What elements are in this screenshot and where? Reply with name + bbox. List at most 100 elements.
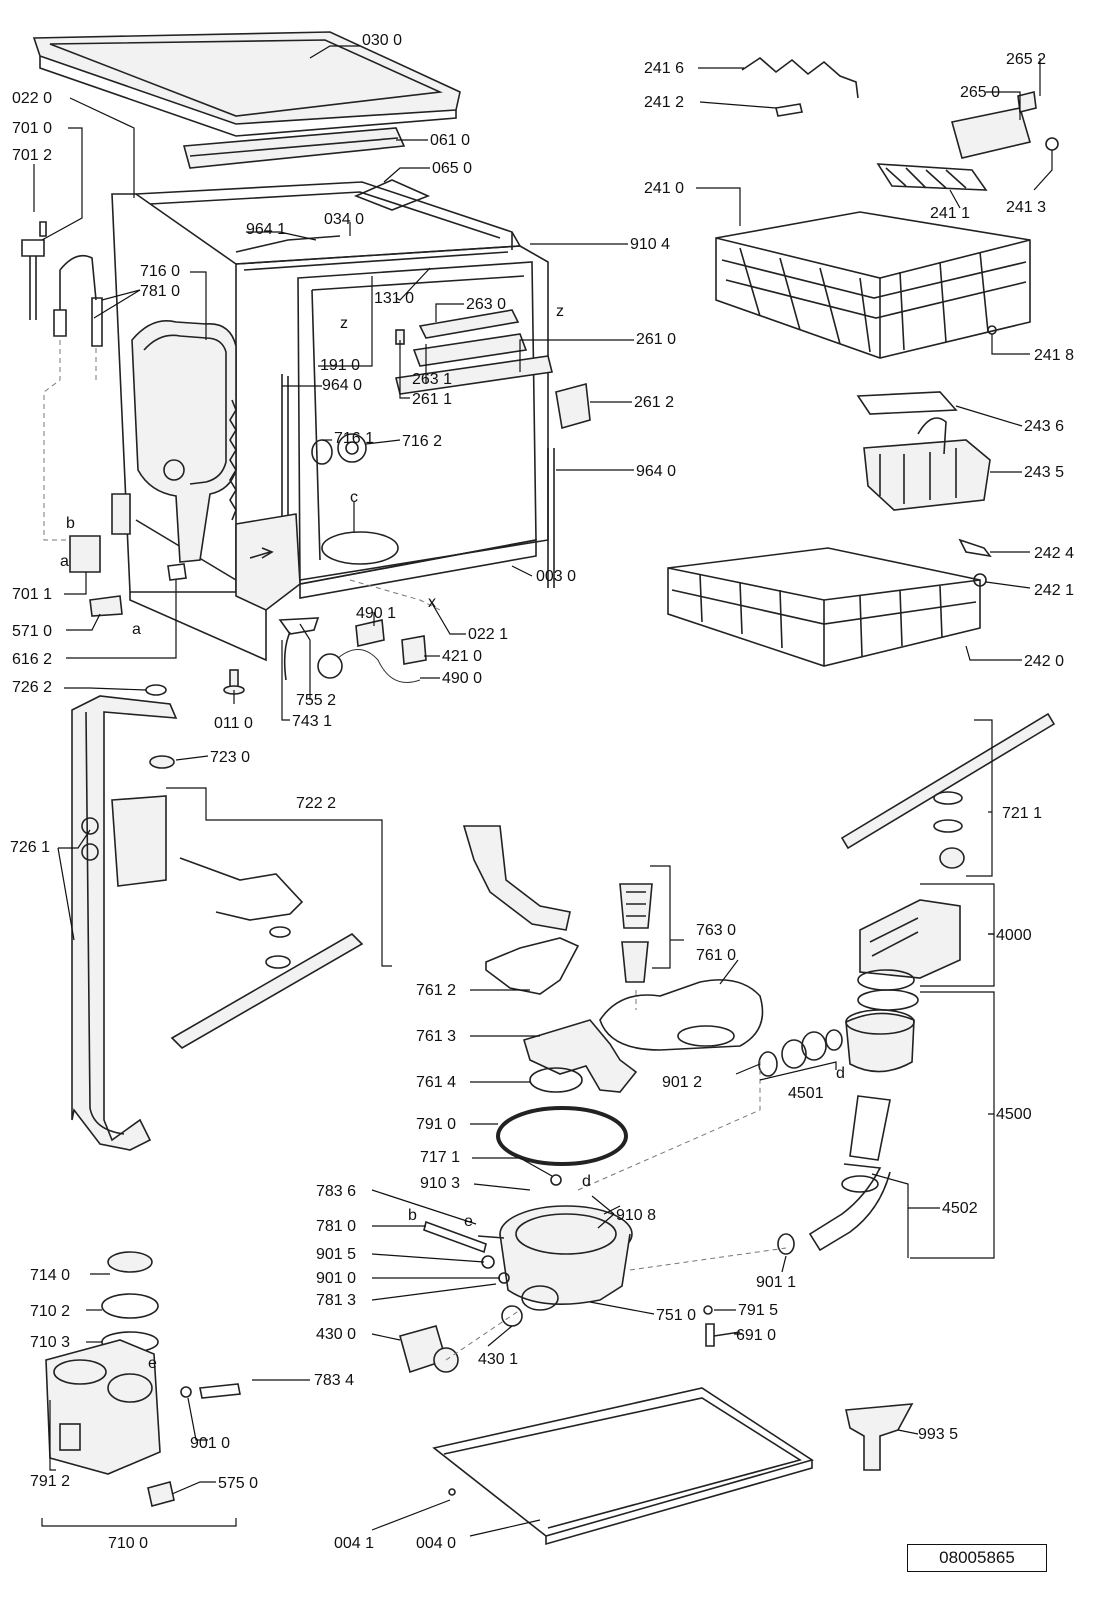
tub-part <box>297 261 537 599</box>
label-710-2: 710 2 <box>30 1303 70 1320</box>
label-421-0: 421 0 <box>442 648 482 665</box>
softener-valve-part <box>147 1481 175 1507</box>
basket-wheel-clip-part <box>958 538 992 558</box>
connection-line-x <box>349 579 441 611</box>
label-b: b <box>66 515 75 532</box>
label-616-2: 616 2 <box>12 651 52 668</box>
label-710-0: 710 0 <box>108 1535 148 1552</box>
filter-group-part <box>599 883 764 1051</box>
label-243-5: 243 5 <box>1024 464 1064 481</box>
label-791-2: 791 2 <box>30 1473 70 1490</box>
heater-sump-part <box>845 989 919 1073</box>
water-inlet-spigot-part <box>423 1220 487 1254</box>
label-571-0: 571 0 <box>12 623 52 640</box>
label-004-0: 004 0 <box>416 1535 456 1552</box>
side-insulation-part <box>131 320 237 563</box>
label-242-1: 242 1 <box>1034 582 1074 599</box>
label-4500: 4500 <box>996 1106 1032 1123</box>
label-901-1: 901 1 <box>756 1274 796 1291</box>
connection-line-d <box>577 1060 761 1191</box>
worktop-part <box>32 31 461 137</box>
label-4000: 4000 <box>996 927 1032 944</box>
label-030-0: 030 0 <box>362 32 402 49</box>
base-screw-part <box>448 1488 456 1496</box>
hose-clamps-part <box>758 1029 843 1077</box>
label-726-2: 726 2 <box>12 679 52 696</box>
label-761-2: 761 2 <box>416 982 456 999</box>
water-softener-part <box>45 1251 161 1475</box>
door-lock-part <box>401 635 427 665</box>
label-261-1: 261 1 <box>412 391 452 408</box>
label-783-6: 783 6 <box>316 1183 356 1200</box>
label-022-1: 022 1 <box>468 626 508 643</box>
label-261-0: 261 0 <box>636 331 676 348</box>
callout-labels: 030 0 022 0 701 0 701 2 061 0 065 0 034 … <box>10 32 1074 1552</box>
label-781-0-spigot: 781 0 <box>316 1218 356 1235</box>
label-901-5: 901 5 <box>316 1246 356 1263</box>
label-061-0: 061 0 <box>430 132 470 149</box>
clip-part <box>703 1305 713 1315</box>
sump-clamp-part <box>777 1233 795 1255</box>
label-d-pump: d <box>836 1065 845 1082</box>
lower-basket-part <box>667 547 981 667</box>
sump-part <box>499 1174 633 1311</box>
label-781-3: 781 3 <box>316 1292 356 1309</box>
label-c: c <box>350 489 358 506</box>
label-910-3: 910 3 <box>420 1175 460 1192</box>
label-964-0-side: 964 0 <box>636 463 676 480</box>
label-003-0: 003 0 <box>536 568 576 585</box>
label-761-3: 761 3 <box>416 1028 456 1045</box>
rack-rail-part <box>741 56 859 99</box>
label-490-1: 490 1 <box>356 605 396 622</box>
support-bracket-part <box>167 563 187 581</box>
label-243-6: 243 6 <box>1024 418 1064 435</box>
rack-adjuster-part <box>951 107 1032 159</box>
label-716-1: 716 1 <box>334 430 374 447</box>
label-761-4: 761 4 <box>416 1074 456 1091</box>
cup-shelf-part <box>876 163 988 191</box>
label-701-0: 701 0 <box>12 120 52 137</box>
wiring-connector-part <box>317 653 343 679</box>
door-seal-left-part <box>281 374 289 540</box>
label-241-8: 241 8 <box>1034 347 1074 364</box>
label-4501: 4501 <box>788 1085 824 1102</box>
filter-seal-part <box>529 1067 583 1093</box>
circulation-pump-part <box>857 899 961 991</box>
label-964-0-door: 964 0 <box>322 377 362 394</box>
label-726-1: 726 1 <box>10 839 50 856</box>
label-241-2: 241 2 <box>644 94 684 111</box>
label-964-1: 964 1 <box>246 221 286 238</box>
base-plate-part <box>432 1387 814 1546</box>
label-714-0: 714 0 <box>30 1267 70 1284</box>
label-004-1: 004 1 <box>334 1535 374 1552</box>
door-spring-part <box>229 399 237 521</box>
sensor-part <box>705 1323 741 1347</box>
label-430-0: 430 0 <box>316 1326 356 1343</box>
filter-plate-part <box>523 1019 638 1093</box>
drain-pump-part <box>399 1325 459 1374</box>
document-id-box: 08005865 <box>907 1544 1047 1572</box>
rail-end-cap-part <box>555 382 591 430</box>
label-763-0: 763 0 <box>696 922 736 939</box>
label-910-8: 910 8 <box>616 1207 656 1224</box>
label-691-0: 691 0 <box>736 1327 776 1344</box>
label-743-1: 743 1 <box>292 713 332 730</box>
label-723-0: 723 0 <box>210 749 250 766</box>
wiring-harness-part <box>337 649 421 683</box>
label-717-1: 717 1 <box>420 1149 460 1166</box>
spray-arm-nut-part <box>149 755 175 769</box>
label-a-valve: a <box>132 621 141 638</box>
upper-basket-part <box>715 211 1031 359</box>
label-241-0: 241 0 <box>644 180 684 197</box>
label-783-4: 783 4 <box>314 1372 354 1389</box>
label-131-0: 131 0 <box>374 290 414 307</box>
label-791-0: 791 0 <box>416 1116 456 1133</box>
label-034-0: 034 0 <box>324 211 364 228</box>
label-755-2: 755 2 <box>296 692 336 709</box>
inlet-valve-part <box>89 595 123 617</box>
label-751-0: 751 0 <box>656 1307 696 1324</box>
label-a-clip: a <box>60 553 69 570</box>
label-910-4: 910 4 <box>630 236 670 253</box>
label-575-0: 575 0 <box>218 1475 258 1492</box>
